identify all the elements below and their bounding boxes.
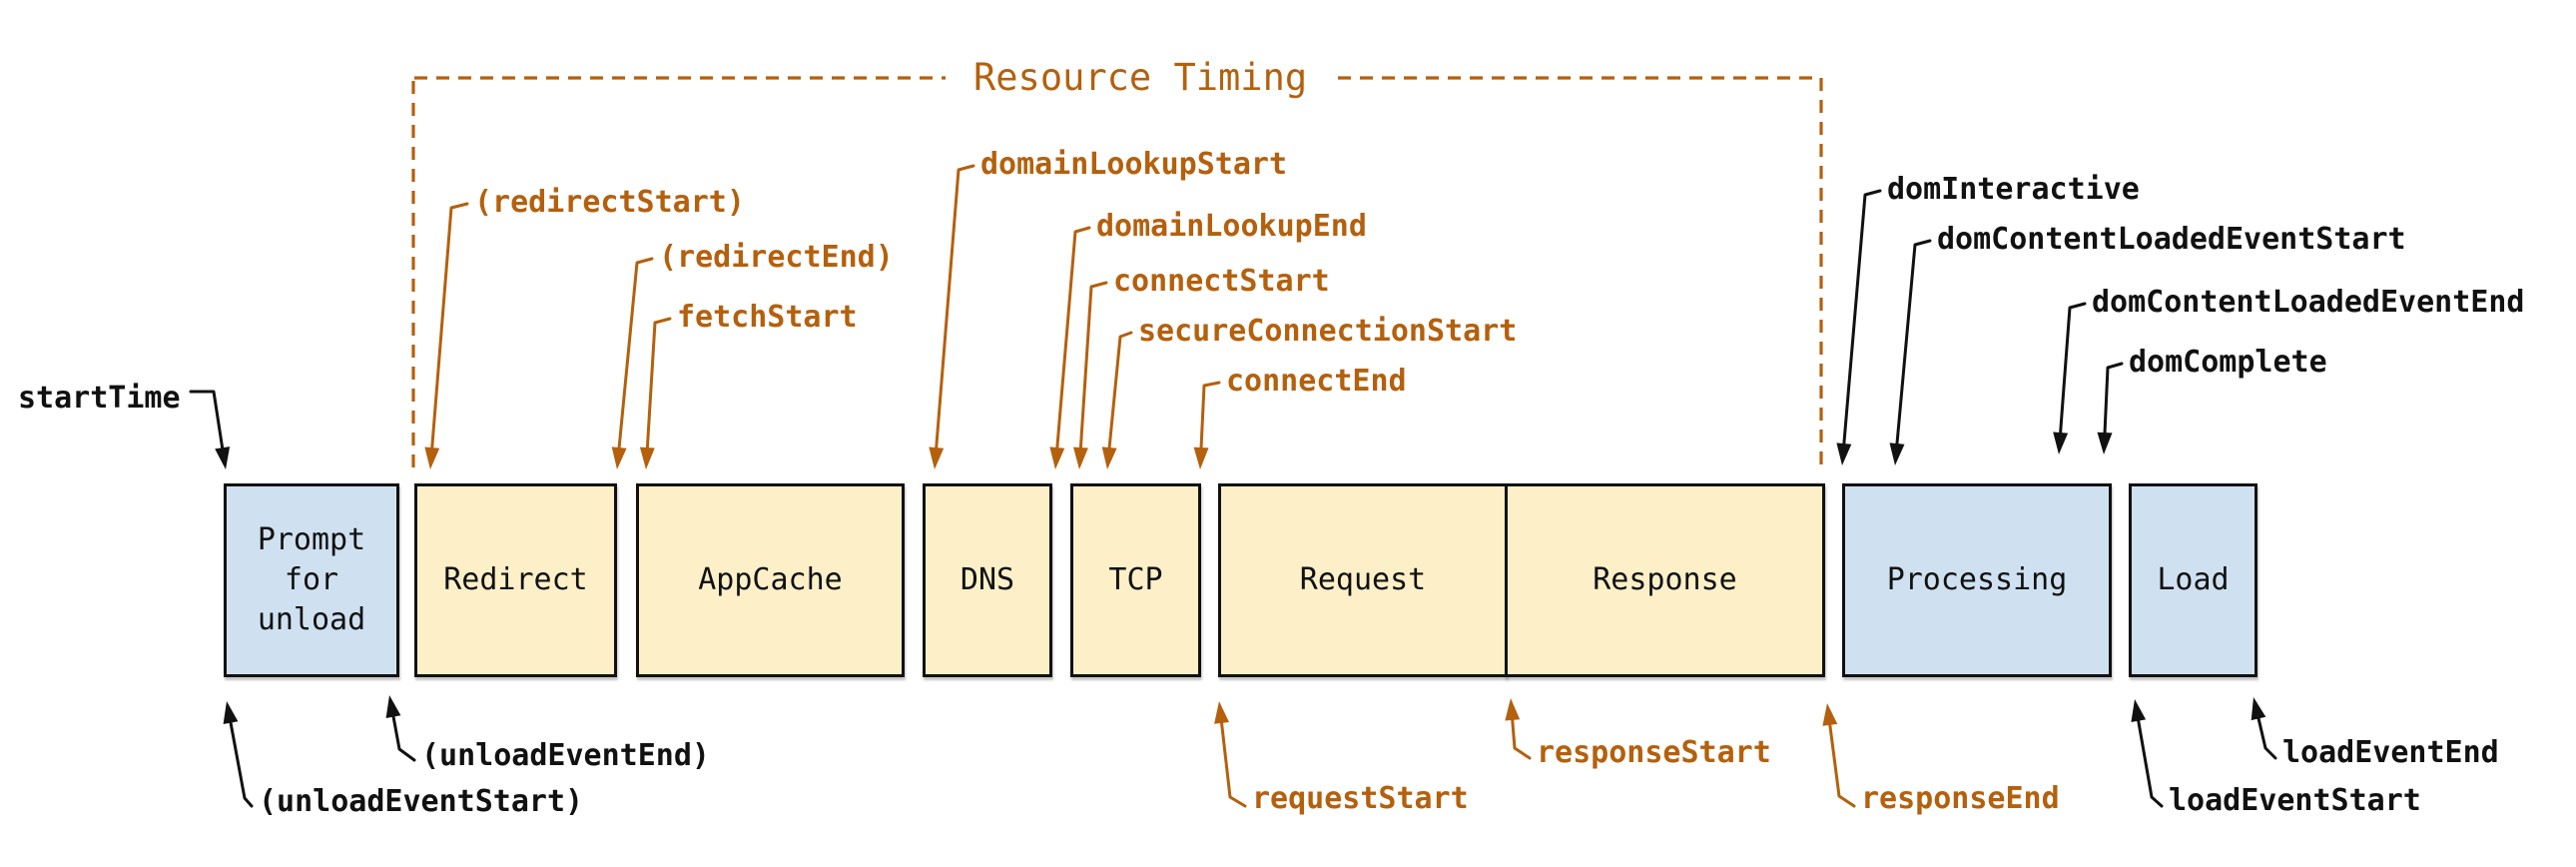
arrow-line-domContentLoadedEventEnd [2058,302,2087,437]
arrow-head-domInteractive [1836,442,1852,465]
arrow-head-domComplete [2097,432,2113,454]
label-domInteractive: domInteractive [1887,172,2140,207]
arrow-line-connectStart [1078,281,1108,452]
arrow-line-requestStart [1219,718,1247,808]
arrow-line-loadEventEnd [2255,714,2277,760]
label-responseEnd: responseEnd [1861,781,2060,816]
arrow-line-domainLookupStart [935,164,975,452]
arrow-head-loadEventStart [2131,699,2147,722]
arrow-head-domainLookupStart [929,446,945,469]
label-fetchStart: fetchStart [677,300,858,335]
box-redirect: Redirect [414,483,617,677]
label-unloadEventEnd: (unloadEventEnd) [421,738,710,773]
arrow-head-responseStart [1505,698,1521,721]
box-appcache: AppCache [636,483,905,677]
arrow-line-unloadEventStart [229,718,254,808]
arrow-line-unloadEventEnd [391,712,416,762]
label-responseStart: responseStart [1537,735,1771,770]
arrow-head-startTime [215,446,231,469]
arrow-head-connectEnd [1193,446,1209,469]
arrow-line-domInteractive [1842,189,1882,448]
box-request: Request [1218,483,1508,677]
arrow-head-redirectEnd [611,446,627,469]
box-processing: Processing [1842,483,2112,677]
arrow-line-domContentLoadedEventStart [1895,239,1932,448]
label-requestStart: requestStart [1252,781,1469,816]
arrow-head-secureConnectionStart [1101,446,1117,469]
label-redirectStart: (redirectStart) [474,185,745,220]
label-connectStart: connectStart [1113,264,1330,299]
arrow-head-unloadEventEnd [385,695,401,718]
arrow-line-responseStart [1511,715,1532,760]
box-prompt-for-unload: Prompt for unload [224,483,399,677]
arrow-head-domContentLoadedEventEnd [2053,432,2069,454]
label-domContentLoadedEventEnd: domContentLoadedEventEnd [2092,285,2525,320]
arrow-head-responseEnd [1822,703,1838,726]
label-domainLookupEnd: domainLookupEnd [1096,209,1367,244]
arrow-head-loadEventEnd [2251,697,2266,721]
arrow-line-redirectStart [430,202,469,452]
label-redirectEnd: (redirectEnd) [659,240,894,275]
arrow-line-connectEnd [1199,381,1221,452]
label-domContentLoadedEventStart: domContentLoadedEventStart [1937,222,2406,257]
arrow-head-redirectStart [424,446,440,469]
arrow-line-domainLookupEnd [1055,226,1091,452]
box-load: Load [2129,483,2257,677]
arrow-head-fetchStart [639,446,655,469]
box-response: Response [1505,483,1825,677]
arrow-head-unloadEventStart [223,701,239,724]
arrow-line-domComplete [2103,362,2124,437]
label-unloadEventStart: (unloadEventStart) [259,784,584,819]
arrow-head-domContentLoadedEventStart [1889,442,1905,465]
label-loadEventStart: loadEventStart [2169,783,2421,818]
arrow-head-connectStart [1073,446,1088,469]
arrow-line-fetchStart [645,317,672,452]
arrow-line-responseEnd [1827,720,1856,808]
box-dns: DNS [923,483,1052,677]
arrow-head-requestStart [1214,701,1229,724]
arrow-line-loadEventStart [2136,716,2164,808]
arrow-head-domainLookupEnd [1049,446,1065,469]
label-domainLookupStart: domainLookupStart [980,147,1288,182]
resource-timing-title: Resource Timing [973,56,1308,99]
arrow-line-redirectEnd [617,257,654,452]
label-secureConnectionStart: secureConnectionStart [1138,314,1518,349]
arrow-line-secureConnectionStart [1107,331,1133,452]
arrow-line-startTime [189,390,225,452]
label-domComplete: domComplete [2129,345,2327,380]
label-loadEventEnd: loadEventEnd [2282,735,2499,770]
label-startTime: startTime [18,381,181,416]
box-tcp: TCP [1070,483,1201,677]
label-connectEnd: connectEnd [1226,364,1407,399]
